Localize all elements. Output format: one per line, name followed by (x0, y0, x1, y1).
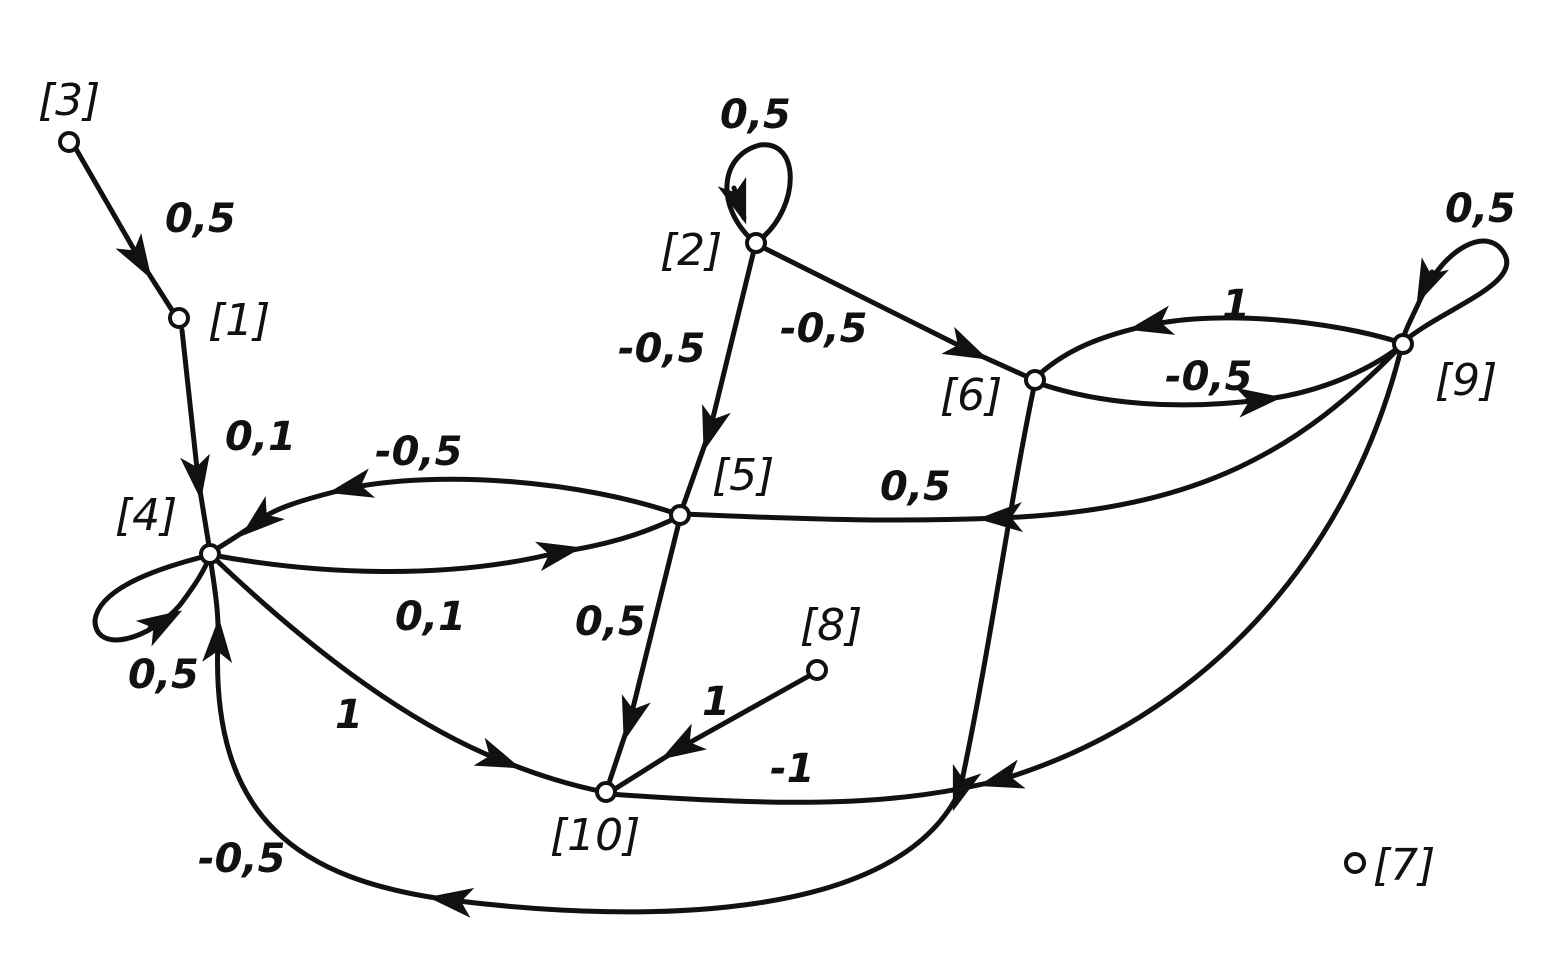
weight-4-10: 1 (335, 692, 363, 738)
node-4 (199, 543, 221, 565)
edge-4-4-arrow (135, 609, 183, 647)
node-label-8: [8] (800, 600, 862, 651)
edge-9-5 (680, 342, 1405, 533)
node-2 (745, 232, 767, 254)
edge-9-10 (607, 342, 1405, 805)
node-label-1: [1] (208, 295, 270, 346)
edge-9-6 (1032, 305, 1405, 381)
edge-9-9-arrow (1416, 257, 1450, 305)
weight-6-4: -0,5 (198, 836, 285, 882)
edge-5-10 (603, 515, 683, 795)
node-5 (669, 504, 691, 526)
edge-4-10 (209, 553, 607, 795)
weight-6-9: -0,5 (1165, 354, 1252, 400)
edge-6-9 (1032, 342, 1405, 418)
weight-3-1: 0,5 (165, 196, 236, 242)
edge-9-9-loop (1399, 238, 1510, 346)
weight-2-5: -0,5 (618, 326, 705, 372)
node-label-2: [2] (660, 225, 722, 276)
node-label-4: [4] (115, 490, 177, 541)
node-label-6: [6] (940, 370, 1002, 421)
node-label-7: [7] (1373, 840, 1435, 891)
node-label-3: [3] (38, 75, 100, 126)
node-3 (58, 131, 80, 153)
node-label-10: [10] (550, 810, 640, 861)
edge-2-6 (759, 244, 1033, 381)
node-8 (806, 659, 828, 681)
weight-4-5: 0,1 (395, 594, 466, 640)
edge-4-5 (209, 513, 683, 574)
edge-4-4-loop (92, 552, 213, 643)
weight-2-6: -0,5 (780, 306, 867, 352)
weight-5-4: -0,5 (375, 429, 462, 475)
node-label-5: [5] (712, 450, 774, 501)
edge-3-1 (69, 139, 180, 321)
weight-5-10: 0,5 (575, 599, 646, 645)
edge-2-5 (678, 247, 757, 515)
weight-9-5: 0,5 (880, 464, 951, 510)
node-7 (1344, 852, 1366, 874)
edge-1-4 (179, 327, 213, 555)
weight-9-10: -1 (770, 746, 814, 792)
edge-5-4 (207, 468, 683, 556)
weight-1-4: 0,1 (225, 414, 296, 460)
node-label-9: [9] (1435, 355, 1497, 406)
weight-9-9: 0,5 (1445, 186, 1516, 232)
node-6 (1024, 369, 1046, 391)
weight-9-6: 1 (1222, 282, 1250, 328)
weight-2-2: 0,5 (720, 92, 791, 138)
edge-2-2-arrow (717, 176, 747, 225)
edge-6-4 (202, 379, 1038, 918)
weight-8-10: 1 (702, 679, 730, 725)
node-9 (1392, 333, 1414, 355)
weight-4-4: 0,5 (128, 652, 199, 698)
node-10 (595, 781, 617, 803)
node-1 (168, 307, 190, 329)
